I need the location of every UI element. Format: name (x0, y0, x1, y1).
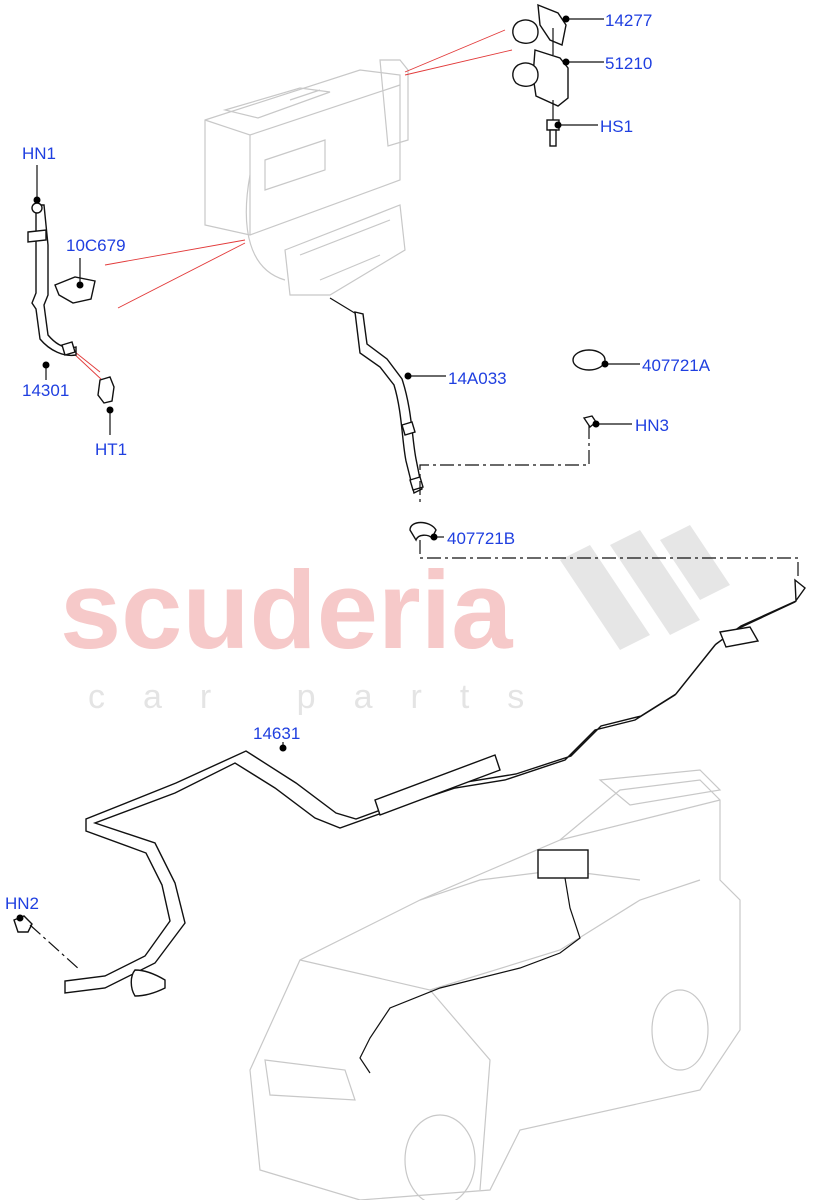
cable-14A033 (329, 297, 437, 542)
watermark-text: scuderia (60, 549, 513, 672)
connection-line (419, 425, 590, 505)
vehicle-harness (359, 849, 589, 1074)
callout-hn1: HN1 (22, 144, 56, 163)
connection-line (29, 924, 81, 971)
callout-407721a: 407721A (642, 356, 711, 375)
callout-hs1: HS1 (600, 117, 633, 136)
watermark: scuderia car parts (60, 525, 730, 716)
vehicle-ghost (249, 769, 741, 1200)
relay-bracket-14277 (512, 3, 567, 46)
callout-14631: 14631 (253, 724, 300, 743)
cap-407721A (572, 349, 606, 429)
nut-hn1 (31, 202, 43, 214)
leader-lines (16, 15, 640, 922)
battery-ghost (204, 59, 409, 296)
watermark-subtext: car parts (88, 678, 562, 716)
checkered-flag-logo (560, 525, 730, 650)
callout-407721b: 407721B (447, 529, 515, 548)
callout-hn2: HN2 (5, 894, 39, 913)
reference-line (104, 239, 246, 266)
cable-14301 (27, 204, 96, 357)
reference-line (404, 29, 506, 73)
callout-51210: 51210 (605, 54, 652, 73)
terminal-ht1 (97, 376, 115, 404)
callout-ht1: HT1 (95, 440, 127, 459)
callout-14301: 14301 (22, 381, 69, 400)
callout-14277: 14277 (605, 11, 652, 30)
connection-line (419, 540, 799, 578)
cable-14631 (64, 578, 806, 997)
callout-10c679: 10C679 (66, 236, 126, 255)
reference-line (404, 49, 513, 76)
callout-14a033: 14A033 (448, 369, 507, 388)
fuse-box-51210 (512, 28, 569, 120)
reference-line (71, 351, 103, 381)
reference-line (117, 242, 246, 309)
callout-hn3: HN3 (635, 416, 669, 435)
